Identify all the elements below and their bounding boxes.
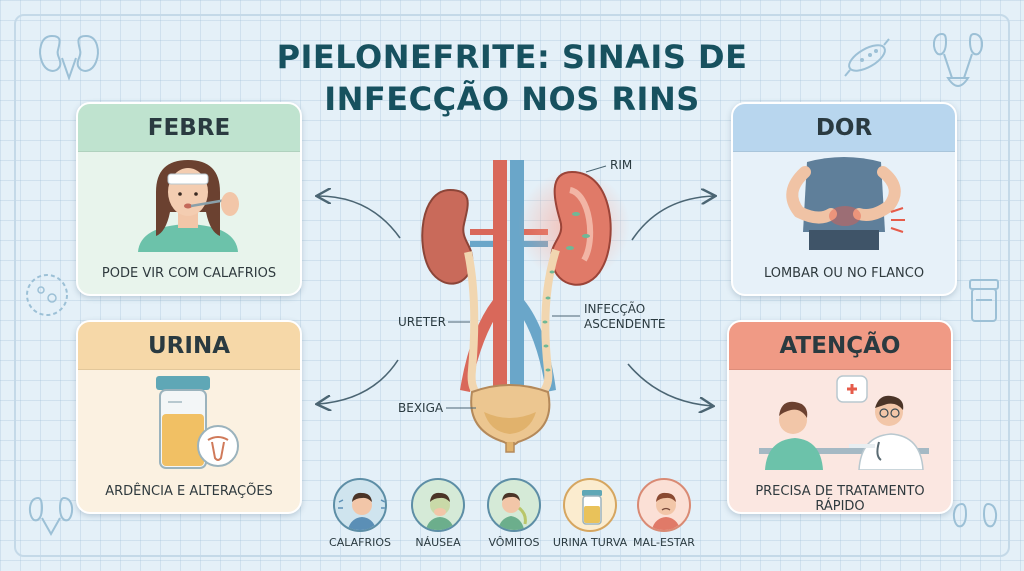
woman-thermometer-icon bbox=[138, 160, 239, 252]
symptom-cloudy-urine: URINA TURVA bbox=[553, 478, 627, 549]
symptom-chills: CALAFRIOS bbox=[329, 478, 391, 549]
urine-sample-cup-icon bbox=[156, 376, 239, 469]
card-attention: ATENÇÃO PRECISA DE TRATAMENTO RÁPIDO bbox=[727, 320, 953, 514]
border-frame bbox=[14, 14, 1010, 557]
card-attention-title: ATENÇÃO bbox=[729, 322, 951, 370]
symptom-nausea: NÁUSEA bbox=[408, 478, 468, 549]
symptom-nausea-label: NÁUSEA bbox=[415, 536, 461, 549]
petri-dish-decor-icon bbox=[26, 274, 68, 316]
back-pain-icon bbox=[786, 157, 905, 250]
label-bladder: BEXIGA bbox=[398, 401, 444, 415]
card-fever-title: FEBRE bbox=[78, 104, 300, 152]
card-urine-caption: ARDÊNCIA E ALTERAÇÕES bbox=[105, 484, 273, 499]
doctor-consultation-icon bbox=[759, 375, 929, 470]
symptom-chills-label: CALAFRIOS bbox=[329, 536, 391, 549]
symptom-malaise-label: MAL-ESTAR bbox=[633, 536, 695, 549]
urine-cup-icon bbox=[582, 490, 602, 525]
label-infection-line2: ASCENDENTE bbox=[584, 317, 666, 331]
bacteria-decor-icon bbox=[844, 38, 890, 77]
card-fever-caption: PODE VIR COM CALAFRIOS bbox=[101, 266, 277, 281]
vomiting-icon bbox=[497, 492, 527, 530]
card-pain-title: DOR bbox=[733, 104, 955, 152]
symptom-vomiting: VÔMITOS bbox=[484, 478, 544, 549]
nausea-icon bbox=[425, 492, 455, 530]
card-pain: DOR LOMBAR OU NO FLANCO bbox=[731, 102, 957, 296]
label-infection: INFECÇÃO ASCENDENTE bbox=[584, 302, 665, 332]
kidney-decor-icon-bottom-left bbox=[28, 496, 74, 537]
card-urine-title: URINA bbox=[78, 322, 300, 370]
urinary-system-decor-icon bbox=[932, 32, 984, 87]
kidney-decor-icon bbox=[39, 34, 99, 82]
card-fever: FEBRE PODE VIR COM CALAFRIOS bbox=[76, 102, 302, 296]
label-infection-line1: INFECÇÃO bbox=[584, 302, 646, 316]
chills-icon bbox=[338, 492, 385, 530]
symptom-cloudy-urine-label: URINA TURVA bbox=[552, 536, 628, 549]
card-attention-caption: PRECISA DE TRATAMENTO RÁPIDO bbox=[755, 484, 925, 514]
symptom-vomiting-label: VÔMITOS bbox=[488, 536, 540, 549]
pill-bottle-decor-icon bbox=[969, 279, 999, 322]
card-pain-caption: LOMBAR OU NO FLANCO bbox=[763, 266, 925, 281]
malaise-icon bbox=[651, 492, 681, 530]
label-ureter: URETER bbox=[398, 315, 446, 329]
title-line-1: PIELONEFRITE: SINAIS DE bbox=[276, 38, 748, 76]
label-kidney: RIM bbox=[610, 158, 633, 172]
title-line-2: INFECÇÃO NOS RINS bbox=[324, 80, 700, 118]
card-urine: URINA ARDÊNCIA E ALTERAÇÕES bbox=[76, 320, 302, 514]
page-title: PIELONEFRITE: SINAIS DE INFECÇÃO NOS RIN… bbox=[232, 36, 792, 120]
kidney-decor-icon-bottom-right bbox=[952, 502, 998, 528]
symptom-malaise: MAL-ESTAR bbox=[633, 478, 695, 549]
